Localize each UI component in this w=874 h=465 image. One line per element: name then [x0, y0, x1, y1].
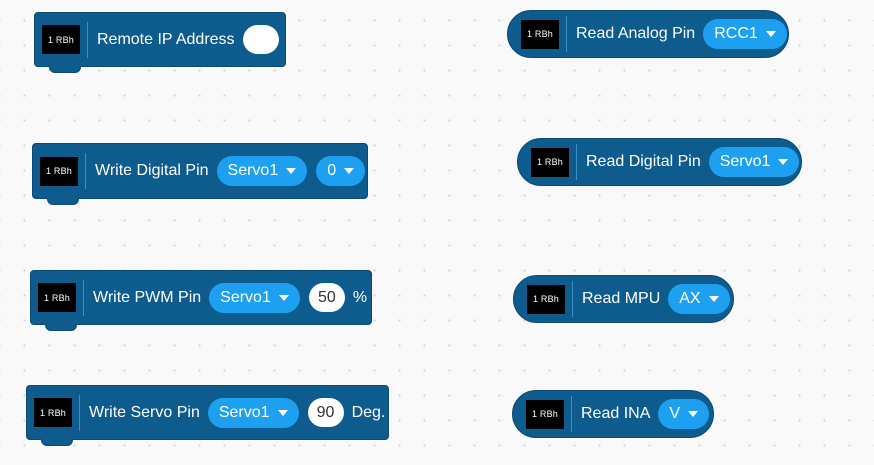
block-separator [87, 21, 88, 58]
remote-ip-address-block[interactable]: 1 RBh Remote IP Address [34, 12, 286, 73]
robot-logo-icon: 1 RBh [34, 398, 72, 427]
block-label: Write Servo Pin [89, 403, 200, 421]
caret-down-icon [278, 294, 289, 301]
write-digital-pin-block[interactable]: 1 RBh Write Digital Pin Servo1 0 [32, 143, 368, 205]
dropdown-value: Servo1 [220, 288, 271, 306]
value-dropdown[interactable]: 0 [316, 156, 366, 186]
dropdown-value: AX [679, 290, 701, 307]
dropdown-value: RCC1 [714, 25, 758, 42]
caret-down-icon [344, 168, 355, 174]
pin-dropdown[interactable]: Servo1 [216, 156, 308, 186]
dropdown-value: Servo1 [227, 162, 279, 179]
robot-logo-icon: 1 RBh [42, 25, 80, 54]
axis-dropdown[interactable]: AX [668, 284, 730, 314]
block-separator [571, 396, 572, 432]
block-label: Write PWM Pin [93, 288, 202, 306]
robot-logo-icon: 1 RBh [38, 283, 76, 312]
caret-down-icon [708, 296, 719, 302]
block-separator [572, 281, 573, 317]
pwm-value-input[interactable]: 50 [308, 283, 345, 312]
robot-logo-icon: 1 RBh [531, 147, 569, 177]
read-mpu-block[interactable]: 1 RBh Read MPU AX [513, 275, 734, 323]
caret-down-icon [778, 159, 789, 165]
servo-angle-input[interactable]: 90 [307, 398, 344, 427]
block-separator [79, 394, 80, 431]
block-label: Read Digital Pin [586, 153, 701, 170]
dropdown-value: Servo1 [218, 403, 270, 421]
ip-address-input[interactable] [242, 25, 279, 54]
unit-label: Deg. [351, 403, 386, 421]
block-label: Read INA [581, 405, 651, 422]
quantity-dropdown[interactable]: V [658, 399, 710, 429]
block-label: Remote IP Address [97, 30, 235, 48]
block-label: Read MPU [582, 290, 661, 307]
caret-down-icon [277, 409, 288, 416]
block-label: Write Digital Pin [95, 162, 209, 179]
block-separator [85, 153, 86, 189]
unit-label: % [352, 288, 368, 306]
pin-dropdown[interactable]: Servo1 [207, 397, 299, 428]
robot-logo-icon: 1 RBh [526, 399, 564, 429]
block-separator [576, 144, 577, 180]
robot-logo-icon: 1 RBh [40, 156, 78, 186]
caret-down-icon [286, 168, 297, 174]
read-digital-pin-block[interactable]: 1 RBh Read Digital Pin Servo1 [517, 138, 802, 186]
block-separator [83, 279, 84, 316]
caret-down-icon [688, 411, 699, 417]
write-servo-pin-block[interactable]: 1 RBh Write Servo Pin Servo1 90 Deg. [26, 385, 389, 446]
robot-logo-icon: 1 RBh [527, 284, 565, 314]
dropdown-value: V [669, 405, 681, 422]
block-separator [566, 16, 567, 52]
dropdown-value: 0 [327, 162, 337, 179]
pin-dropdown[interactable]: RCC1 [703, 19, 787, 49]
write-pwm-pin-block[interactable]: 1 RBh Write PWM Pin Servo1 50 % [30, 270, 372, 331]
read-ina-block[interactable]: 1 RBh Read INA V [512, 390, 714, 438]
caret-down-icon [765, 31, 776, 37]
pin-dropdown[interactable]: Servo1 [708, 147, 800, 177]
robot-logo-icon: 1 RBh [521, 19, 559, 49]
pin-dropdown[interactable]: Servo1 [209, 282, 300, 313]
read-analog-pin-block[interactable]: 1 RBh Read Analog Pin RCC1 [507, 10, 789, 58]
dropdown-value: Servo1 [719, 153, 771, 170]
block-label: Read Analog Pin [576, 25, 696, 42]
